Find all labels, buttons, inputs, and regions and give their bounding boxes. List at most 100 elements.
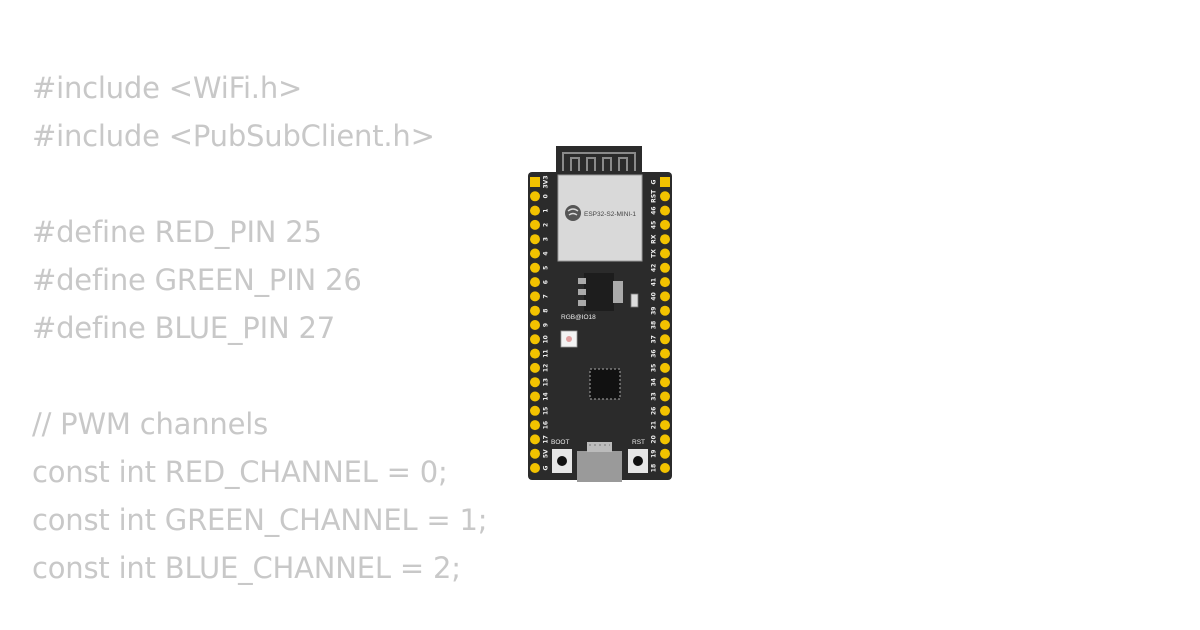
pin-label: 40 xyxy=(651,292,658,300)
pin-pad xyxy=(530,262,540,273)
pin-pad xyxy=(530,191,540,202)
pin-pad xyxy=(660,362,670,373)
code-line xyxy=(32,160,552,208)
pin-label: 10 xyxy=(543,335,550,343)
pin-pad xyxy=(660,291,670,302)
pin-label: 41 xyxy=(651,278,658,286)
pin-pad xyxy=(660,305,670,316)
pin-pad xyxy=(660,205,670,216)
pin-pad xyxy=(530,277,540,288)
pin-label: 42 xyxy=(651,264,658,272)
pin-label: 37 xyxy=(651,335,658,343)
pin-label: 7 xyxy=(543,294,550,298)
pin-label: 19 xyxy=(651,450,658,458)
voltage-regulator xyxy=(584,273,614,311)
pin-label: 39 xyxy=(651,307,658,315)
pin-pad xyxy=(530,177,540,187)
pin-label: 1 xyxy=(543,209,550,213)
pin-label: 34 xyxy=(651,378,658,386)
pin-label: 15 xyxy=(543,407,550,415)
pin-pad xyxy=(530,291,540,302)
pin-pad xyxy=(660,463,670,473)
pin-pad xyxy=(530,420,540,431)
pin-pad xyxy=(530,391,540,402)
pin-pad xyxy=(660,234,670,245)
pin-pad xyxy=(660,191,670,202)
pin-pad xyxy=(530,205,540,216)
pin-label: 17 xyxy=(543,435,550,443)
pin-label: 36 xyxy=(651,349,658,357)
pin-pad xyxy=(530,334,540,345)
pin-label: 46 xyxy=(651,206,658,214)
code-line xyxy=(32,352,552,400)
pin-label: G xyxy=(651,179,658,184)
usb-connector xyxy=(577,451,622,482)
pin-label: 20 xyxy=(651,435,658,443)
pin-pad xyxy=(530,463,540,473)
module-antenna xyxy=(556,146,642,178)
usb-chip xyxy=(590,369,620,399)
pin-label: 3V3 xyxy=(543,176,550,189)
pin-pad xyxy=(660,448,670,459)
pin-pad xyxy=(660,377,670,388)
pin-pad xyxy=(660,405,670,416)
pin-label: 5 xyxy=(543,266,550,270)
pin-label: 3 xyxy=(543,237,550,241)
rgb-label: RGB@IO18 xyxy=(561,314,596,321)
antenna-trace xyxy=(562,152,636,171)
code-line: #define GREEN_PIN 26 xyxy=(32,263,362,297)
pin-pad xyxy=(530,234,540,245)
pin-label: 12 xyxy=(543,364,550,372)
pin-label: RX xyxy=(651,234,658,244)
pin-pad xyxy=(660,219,670,230)
pin-label: 4 xyxy=(543,251,550,255)
pin-pad xyxy=(530,434,540,445)
pin-label: RST xyxy=(651,189,658,203)
pin-pad xyxy=(530,320,540,330)
pin-pad xyxy=(530,248,540,259)
pin-label: 16 xyxy=(543,421,550,429)
pin-pad xyxy=(530,219,540,230)
code-line: #define BLUE_PIN 27 xyxy=(32,311,335,345)
pin-pad xyxy=(660,177,670,187)
pin-label: 0 xyxy=(543,194,550,198)
pin-pad xyxy=(660,434,670,445)
pin-label: TX xyxy=(651,249,658,258)
pin-label: 35 xyxy=(651,364,658,372)
code-line: // PWM channels xyxy=(32,407,269,441)
pin-pad xyxy=(660,334,670,345)
pin-pad xyxy=(660,420,670,431)
pin-label: 6 xyxy=(543,280,550,284)
pin-label: G xyxy=(543,465,550,470)
code-line: const int BLUE_CHANNEL = 2; xyxy=(32,551,461,585)
pin-label: 2 xyxy=(543,223,550,227)
pin-label: 9 xyxy=(543,323,550,327)
pin-label: 26 xyxy=(651,407,658,415)
code-line: #include <PubSubClient.h> xyxy=(32,119,435,153)
code-line: #define RED_PIN 25 xyxy=(32,215,322,249)
boot-label: BOOT xyxy=(551,439,569,446)
pin-pad xyxy=(660,262,670,273)
pin-label: 33 xyxy=(651,392,658,400)
code-line: #include <WiFi.h> xyxy=(32,71,303,105)
pin-label: 38 xyxy=(651,321,658,329)
pin-pad xyxy=(530,448,540,459)
pin-pad xyxy=(660,277,670,288)
pin-pad xyxy=(530,405,540,416)
pin-label: 21 xyxy=(651,421,658,429)
pin-pad xyxy=(660,348,670,359)
module-label: ESP32-S2-MINI-1 xyxy=(584,211,636,218)
pin-label: 45 xyxy=(651,221,658,229)
pin-pad xyxy=(530,362,540,373)
pin-label: 13 xyxy=(543,378,550,386)
pin-label: 5V xyxy=(543,449,550,458)
rst-label: RST xyxy=(632,439,645,446)
pin-pad xyxy=(660,391,670,402)
pin-pad xyxy=(530,348,540,359)
pin-pad xyxy=(530,305,540,316)
pin-label: 14 xyxy=(543,392,550,400)
pin-pad xyxy=(530,377,540,388)
pin-label: 11 xyxy=(543,349,550,357)
